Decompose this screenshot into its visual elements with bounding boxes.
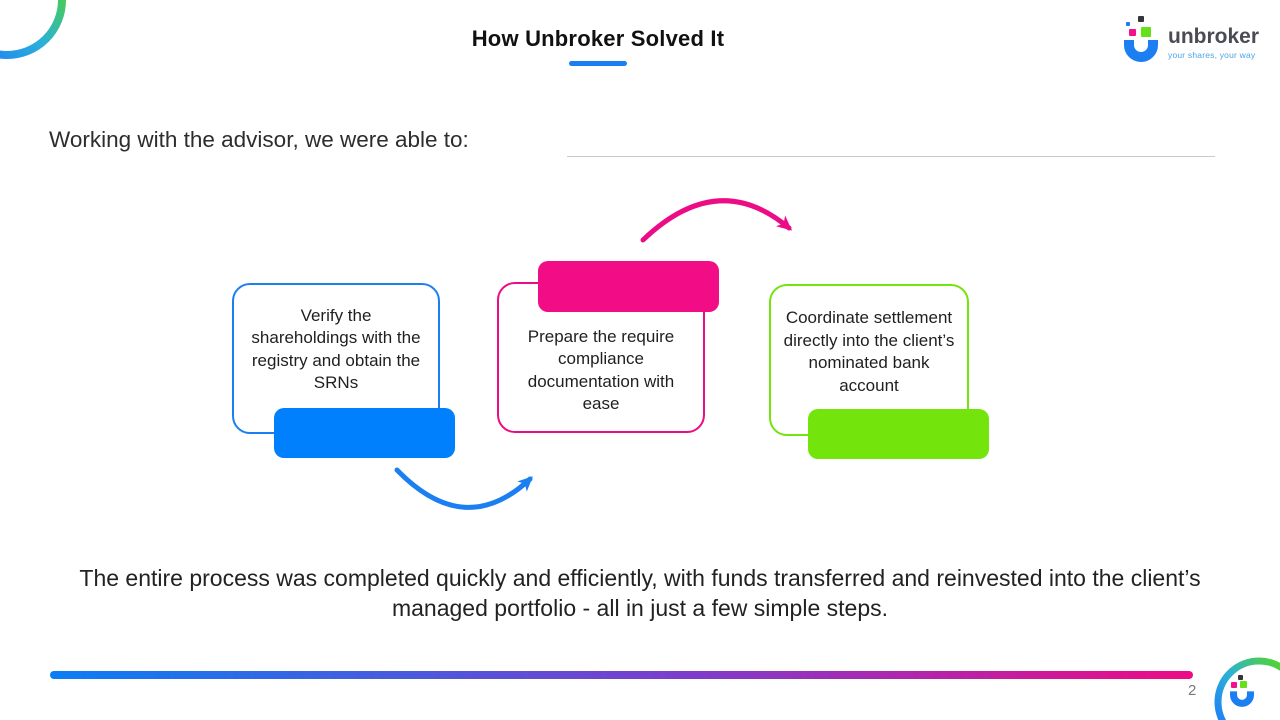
intro-divider-line [567,156,1215,157]
logo-square-green [1141,27,1151,37]
logo-wordmark: unbroker [1168,25,1260,48]
footer-logo-square-pink [1231,682,1237,688]
logo-square-pink [1129,29,1136,36]
arrow-blue-step1-to-step2 [394,467,533,510]
step-2-label: Prepare the require compliance documenta… [527,326,675,414]
footer-gradient-bar [50,671,1193,679]
logo-square-dark [1138,16,1144,22]
unbroker-logo: unbroker your shares, your way [1122,13,1259,63]
footer-logo-square-dark [1238,675,1243,680]
slide-header: How Unbroker Solved It [0,26,1196,66]
footer-logo-u-glyph [1230,691,1254,707]
logo-text: unbroker your shares, your way [1168,13,1259,60]
arrow-pink-step2-to-step3 [640,198,793,243]
footer-logo-icon [1230,672,1260,718]
intro-text: Working with the advisor, we were able t… [49,127,469,152]
step-2-color-tab [538,261,719,312]
step-3-label: Coordinate settlement directly into the … [783,308,955,395]
page-title: How Unbroker Solved It [471,26,725,51]
logo-u-glyph [1124,40,1158,62]
logo-tagline: your shares, your way [1168,50,1256,60]
title-underline [569,61,627,66]
unbroker-u-icon [1122,13,1162,63]
page-number: 2 [1188,682,1197,699]
summary-text: The entire process was completed quickly… [79,565,1201,621]
step-1-label: Verify the shareholdings with the regist… [251,305,421,393]
logo-square-blue [1126,22,1130,26]
footer-logo-square-green [1240,681,1247,688]
step-3-color-tab [808,409,989,459]
step-1-color-tab [274,408,455,458]
